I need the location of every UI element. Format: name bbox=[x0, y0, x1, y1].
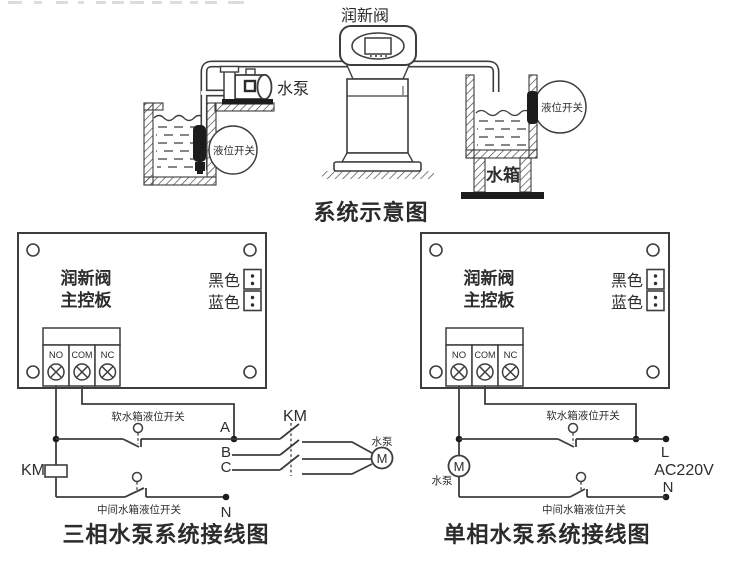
phase-c-label: C bbox=[221, 459, 232, 476]
phase-a-label: A bbox=[220, 419, 230, 436]
water-pump: 水泵 bbox=[219, 65, 309, 105]
pump-label: 水泵 bbox=[372, 436, 393, 448]
tank-stand-leg bbox=[473, 157, 486, 193]
motor-letter: M bbox=[377, 451, 388, 466]
motor-three-phase: M 水泵 bbox=[370, 436, 394, 470]
soft-tank-level-switch: 软水箱液位开关 bbox=[459, 409, 666, 448]
soft-tank-switch-label: 软水箱液位开关 bbox=[111, 410, 185, 423]
pump-label: 水泵 bbox=[277, 80, 309, 98]
middle-tank-switch-label: 中间水箱液位开关 bbox=[97, 503, 181, 516]
wire-connector-black bbox=[243, 268, 262, 290]
system-schematic: 液位开关 水泵 润新阀 bbox=[143, 7, 587, 225]
tank-stand-base bbox=[461, 192, 544, 199]
blue-wire-label: 蓝色 bbox=[208, 294, 240, 312]
level-sensor-right bbox=[527, 91, 538, 124]
board-name-line2: 主控板 bbox=[464, 290, 516, 310]
control-board-left: 润新阀 主控板 黑色 蓝色 NO COM NC bbox=[17, 232, 267, 389]
wire-connector-blue bbox=[646, 290, 665, 312]
blue-wire-label: 蓝色 bbox=[611, 294, 643, 312]
km-coil-label: KM bbox=[21, 462, 45, 479]
neutral-label: N bbox=[663, 479, 674, 496]
neutral-label: N bbox=[221, 504, 232, 521]
terminal-com-label: COM bbox=[72, 350, 93, 360]
single-phase-title: 单相水泵系统接线图 bbox=[443, 522, 650, 547]
black-wire-label: 黑色 bbox=[611, 272, 643, 290]
km-coil: KM bbox=[21, 442, 68, 497]
schematic-title: 系统示意图 bbox=[313, 200, 428, 225]
wire-connector-black bbox=[646, 268, 665, 290]
motor-single-phase: M 水泵 bbox=[432, 442, 471, 497]
valve-base-flare bbox=[340, 152, 415, 163]
pump-nameplate bbox=[243, 79, 257, 93]
valve-buttons bbox=[370, 55, 387, 57]
terminal-nc-label: NC bbox=[504, 350, 518, 361]
board-name-line1: 润新阀 bbox=[61, 268, 112, 288]
wire-com bbox=[81, 386, 235, 436]
pump-tee-cap bbox=[219, 65, 240, 73]
mounting-holes bbox=[26, 243, 257, 379]
pump-inlet-tee bbox=[223, 70, 236, 104]
soft-tank-level-switch: 软水箱液位开关 bbox=[56, 410, 234, 448]
cropped-text-remnant bbox=[8, 1, 244, 4]
soft-tank-switch-label: 软水箱液位开关 bbox=[546, 409, 620, 422]
left-level-switch-label: 液位开关 bbox=[213, 144, 255, 157]
terminal-screws bbox=[450, 363, 520, 381]
single-phase-wiring: 软水箱液位开关 L AC220V N M 水泵 中间水箱液位开关 单相水泵系统接… bbox=[432, 386, 714, 547]
three-phase-wiring: 软水箱液位开关 KM 中间水箱液位开关 N A B C bbox=[21, 386, 394, 547]
terminal-block: NO COM NC bbox=[42, 327, 121, 387]
voltage-label: AC220V bbox=[654, 462, 714, 479]
middle-tank-switch-label: 中间水箱液位开关 bbox=[542, 503, 626, 516]
valve-label: 润新阀 bbox=[341, 7, 389, 25]
terminal-no-label: NO bbox=[452, 350, 466, 361]
mounting-holes bbox=[429, 243, 660, 379]
tank-stand-leg bbox=[519, 157, 532, 193]
three-phase-title: 三相水泵系统接线图 bbox=[62, 522, 269, 547]
wire-com bbox=[484, 386, 637, 436]
wire-connector-blue bbox=[243, 290, 262, 312]
motor-letter: M bbox=[454, 459, 465, 474]
brine-tank-water bbox=[153, 114, 205, 168]
right-level-switch-label: 液位开关 bbox=[541, 101, 583, 114]
middle-tank-level-switch: 中间水箱液位开关 bbox=[56, 471, 226, 516]
pump-base bbox=[222, 99, 273, 105]
pump-end-cap bbox=[256, 73, 273, 101]
board-name-line1: 润新阀 bbox=[464, 268, 515, 288]
km-contacts: KM bbox=[232, 408, 373, 476]
terminal-block: NO COM NC bbox=[445, 327, 524, 387]
valve-tank-body bbox=[346, 78, 409, 154]
terminal-nc-label: NC bbox=[101, 350, 115, 361]
runxin-valve: 润新阀 bbox=[322, 7, 434, 179]
terminal-no-label: NO bbox=[49, 350, 63, 361]
level-switch-bubble-left: 液位开关 bbox=[208, 125, 258, 175]
board-name-line2: 主控板 bbox=[61, 290, 113, 310]
valve-display bbox=[364, 37, 392, 55]
tank-label: 水箱 bbox=[486, 165, 520, 185]
black-wire-label: 黑色 bbox=[208, 272, 240, 290]
ground-hatch bbox=[322, 171, 434, 179]
middle-tank-level-switch: 中间水箱液位开关 bbox=[459, 471, 666, 516]
terminal-com-label: COM bbox=[475, 350, 496, 360]
pump-label: 水泵 bbox=[432, 475, 453, 487]
valve-base-plate bbox=[333, 161, 422, 172]
control-board-right: 润新阀 主控板 黑色 蓝色 NO COM NC bbox=[420, 232, 670, 389]
terminal-screws bbox=[47, 363, 117, 381]
km-contacts-label: KM bbox=[283, 408, 307, 425]
live-label: L bbox=[661, 444, 669, 461]
phase-b-label: B bbox=[221, 444, 231, 461]
water-tank: 水箱 液位开关 bbox=[461, 74, 587, 199]
level-sensor-left bbox=[193, 125, 206, 174]
